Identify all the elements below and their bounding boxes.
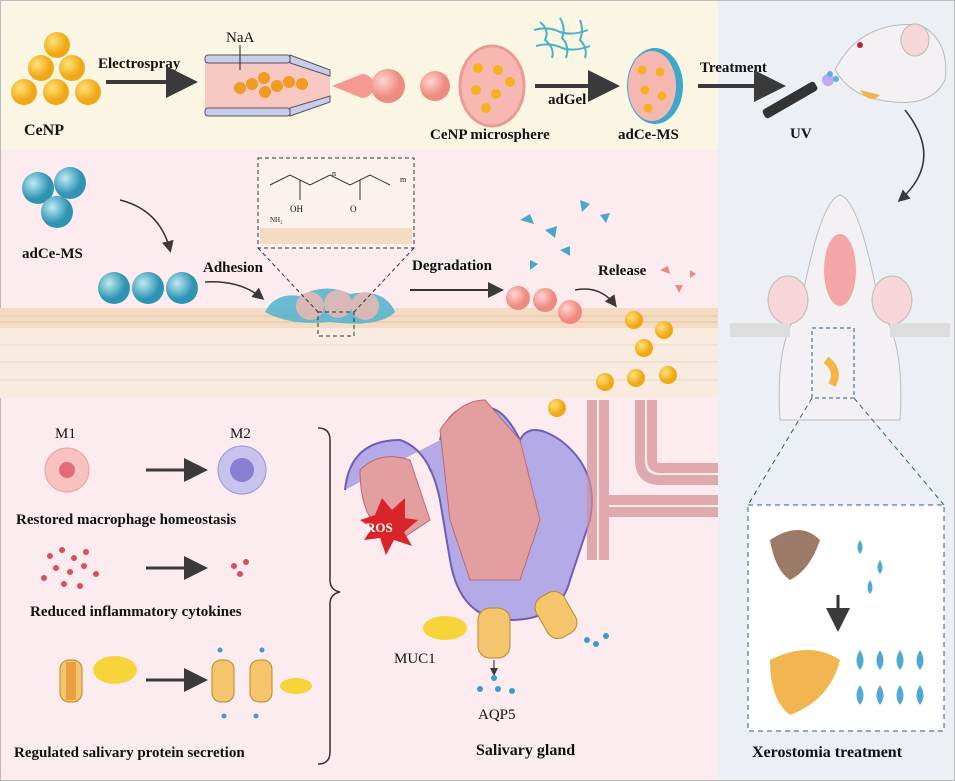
secretion-after bbox=[211, 647, 312, 719]
m2-label: M2 bbox=[230, 426, 251, 442]
adce-ms-top-label: adCe-MS bbox=[618, 127, 679, 143]
aqp5-label: AQP5 bbox=[478, 707, 516, 723]
xerostomia-label: Xerostomia treatment bbox=[752, 744, 903, 761]
adhesion-label: Adhesion bbox=[203, 260, 264, 276]
rat-head-illustration bbox=[827, 23, 947, 103]
secretion-before bbox=[59, 656, 137, 703]
macrophage-label: Restored macrophage homeostasis bbox=[16, 512, 236, 528]
xerostomia-inset bbox=[747, 504, 945, 732]
uv-pen-icon bbox=[762, 74, 834, 119]
adgel-label: adGel bbox=[548, 92, 586, 108]
secretion-label: Regulated salivary protein secretion bbox=[14, 745, 245, 761]
chemical-structure-inset: OH O n m NH₂ bbox=[257, 157, 415, 313]
rat-body-illustration bbox=[730, 194, 950, 506]
svg-text:NH₂: NH₂ bbox=[270, 216, 283, 224]
treatment-label: Treatment bbox=[700, 60, 767, 76]
adgel-network-icon bbox=[533, 17, 591, 59]
cenp-microsphere-label: CeNP microsphere bbox=[430, 127, 550, 143]
ros-label: ROS bbox=[366, 520, 393, 535]
m1-label: M1 bbox=[55, 426, 76, 442]
svg-text:O: O bbox=[350, 204, 357, 214]
adce-ms-sphere bbox=[627, 48, 683, 124]
adce-ms-cluster bbox=[22, 167, 86, 228]
svg-text:OH: OH bbox=[290, 204, 303, 214]
degraded-fragments bbox=[520, 200, 610, 270]
m1-macrophage bbox=[44, 447, 90, 493]
grouping-brace bbox=[317, 427, 341, 765]
cenp-label: CeNP bbox=[24, 122, 64, 139]
muc1-secretion bbox=[423, 616, 467, 640]
electrospray-label: Electrospray bbox=[98, 56, 181, 72]
naa-label: NaA bbox=[226, 30, 254, 46]
electrospray-nozzle bbox=[204, 45, 374, 117]
uv-label: UV bbox=[790, 126, 812, 142]
adce-ms-label: adCe-MS bbox=[22, 246, 83, 262]
aqp5-channel bbox=[477, 590, 609, 694]
cenp-fragments bbox=[660, 266, 696, 293]
salivary-gland-illustration bbox=[344, 399, 718, 622]
release-label: Release bbox=[598, 263, 647, 279]
cytokines-many bbox=[41, 547, 99, 589]
cenp-cluster bbox=[11, 32, 101, 105]
svg-text:m: m bbox=[400, 175, 407, 184]
muc1-label: MUC1 bbox=[394, 651, 436, 667]
m2-macrophage bbox=[217, 445, 267, 495]
cenp-microsphere bbox=[458, 44, 526, 128]
degradation-label: Degradation bbox=[412, 258, 493, 274]
cytokines-label: Reduced inflammatory cytokines bbox=[30, 604, 242, 620]
salivary-gland-title: Salivary gland bbox=[476, 742, 575, 759]
cytokines-few bbox=[231, 559, 249, 577]
svg-text:n: n bbox=[332, 169, 336, 178]
